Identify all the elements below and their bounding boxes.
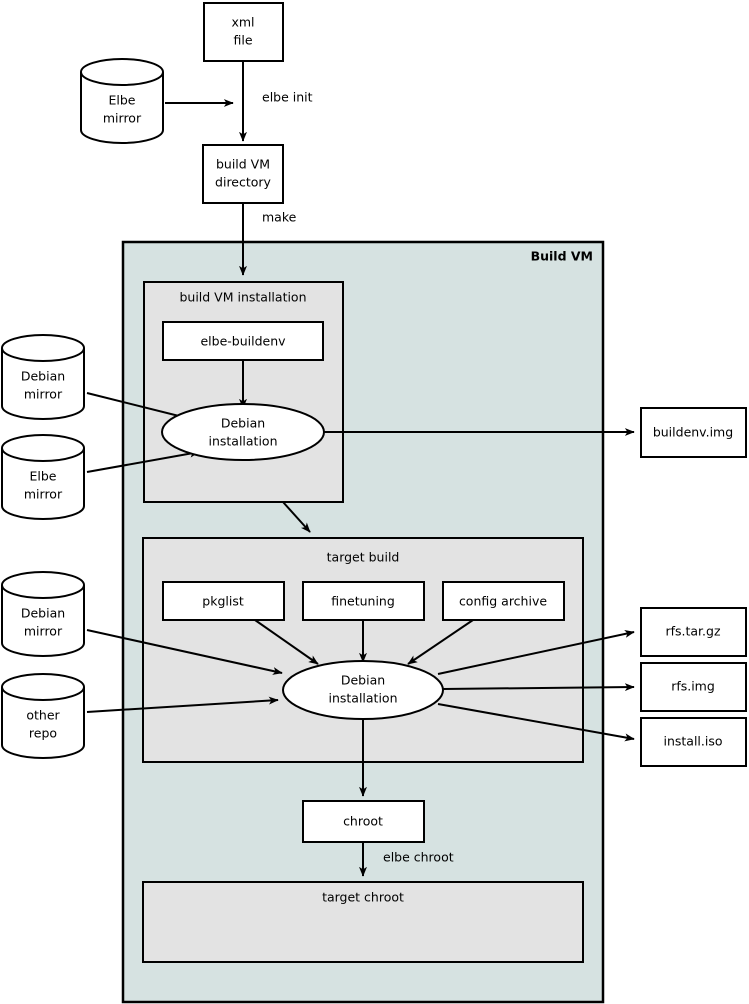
- node-debian-installation-target[interactable]: Debian installation: [282, 660, 444, 720]
- edge-target-install-to-rfs-targz: [437, 630, 635, 675]
- node-elbe-mirror-lower-label-line1: Elbe: [30, 469, 57, 484]
- node-finetuning[interactable]: finetuning: [302, 581, 425, 621]
- node-install-iso[interactable]: install.iso: [640, 717, 747, 767]
- node-elbe-mirror-lower[interactable]: Elbe mirror: [1, 434, 85, 520]
- node-pkglist-label: pkglist: [202, 594, 244, 609]
- edge-debian-mirror-lower-to-target-install: [86, 629, 283, 675]
- node-pkglist[interactable]: pkglist: [162, 581, 285, 621]
- node-debian-mirror-upper-label-line1: Debian: [21, 369, 65, 384]
- node-install-iso-label: install.iso: [663, 734, 722, 749]
- node-rfs-tar-gz[interactable]: rfs.tar.gz: [640, 607, 747, 657]
- node-build-vm-directory-label-line2: directory: [215, 175, 272, 190]
- node-debian-installation-vm-label-line2: installation: [208, 434, 277, 449]
- node-elbe-mirror-top[interactable]: Elbe mirror: [80, 58, 164, 144]
- node-xml-file-label-line1: xml: [231, 15, 254, 30]
- edge-target-install-to-install-iso: [437, 703, 635, 742]
- node-elbe-mirror-top-label-line2: mirror: [103, 111, 142, 126]
- node-debian-installation-target-label-line1: Debian: [341, 673, 385, 688]
- container-target-build-label: target build: [327, 550, 400, 565]
- node-buildenv-img[interactable]: buildenv.img: [640, 407, 747, 458]
- node-build-vm-directory-label-line1: build VM: [216, 157, 270, 172]
- node-buildenv-img-label: buildenv.img: [653, 425, 733, 440]
- node-elbe-buildenv[interactable]: elbe-buildenv: [162, 321, 324, 361]
- edge-config-archive-to-target-install: [407, 619, 474, 665]
- edge-pkglist-to-target-install: [254, 619, 319, 665]
- edge-other-repo-to-target-install: [86, 696, 279, 713]
- node-xml-file-label-line2: file: [233, 33, 252, 48]
- node-config-archive[interactable]: config archive: [442, 581, 565, 621]
- edge-label-make: make: [262, 210, 297, 225]
- node-build-vm-directory[interactable]: build VM directory: [202, 144, 284, 204]
- node-debian-installation-vm-label-line1: Debian: [221, 416, 265, 431]
- edge-label-elbe-init: elbe init: [262, 90, 313, 105]
- node-chroot-label: chroot: [343, 814, 383, 829]
- edge-target-install-to-rfs-img: [442, 683, 635, 692]
- node-other-repo-label-line1: other: [26, 708, 60, 723]
- node-debian-mirror-lower[interactable]: Debian mirror: [1, 571, 85, 657]
- node-rfs-img[interactable]: rfs.img: [640, 662, 747, 712]
- node-finetuning-label: finetuning: [331, 594, 395, 609]
- node-rfs-img-label: rfs.img: [671, 679, 715, 694]
- node-debian-installation-target-label-line2: installation: [328, 691, 397, 706]
- node-debian-mirror-upper[interactable]: Debian mirror: [1, 334, 85, 420]
- node-rfs-tar-gz-label: rfs.tar.gz: [665, 624, 720, 639]
- edge-elbe-mirror-lower-to-vm-install: [86, 449, 200, 473]
- node-debian-installation-vm[interactable]: Debian installation: [161, 403, 325, 461]
- node-other-repo[interactable]: other repo: [1, 673, 85, 759]
- edge-label-elbe-chroot: elbe chroot: [383, 850, 454, 865]
- node-debian-mirror-upper-label-line2: mirror: [24, 387, 63, 402]
- container-build-vm-installation-label: build VM installation: [179, 290, 306, 305]
- container-target-chroot-label: target chroot: [322, 890, 404, 905]
- node-elbe-mirror-lower-label-line2: mirror: [24, 487, 63, 502]
- container-target-chroot: [142, 881, 584, 963]
- node-xml-file[interactable]: xml file: [203, 2, 284, 62]
- container-build-vm-label: Build VM: [531, 249, 593, 264]
- edge-vm-installation-to-target-build: [282, 501, 311, 533]
- node-chroot[interactable]: chroot: [302, 800, 425, 843]
- node-debian-mirror-lower-label-line2: mirror: [24, 624, 63, 639]
- node-debian-mirror-lower-label-line1: Debian: [21, 606, 65, 621]
- node-elbe-buildenv-label: elbe-buildenv: [200, 334, 286, 349]
- node-config-archive-label: config archive: [459, 594, 547, 609]
- node-elbe-mirror-top-label-line1: Elbe: [109, 93, 136, 108]
- node-other-repo-label-line2: repo: [29, 726, 57, 741]
